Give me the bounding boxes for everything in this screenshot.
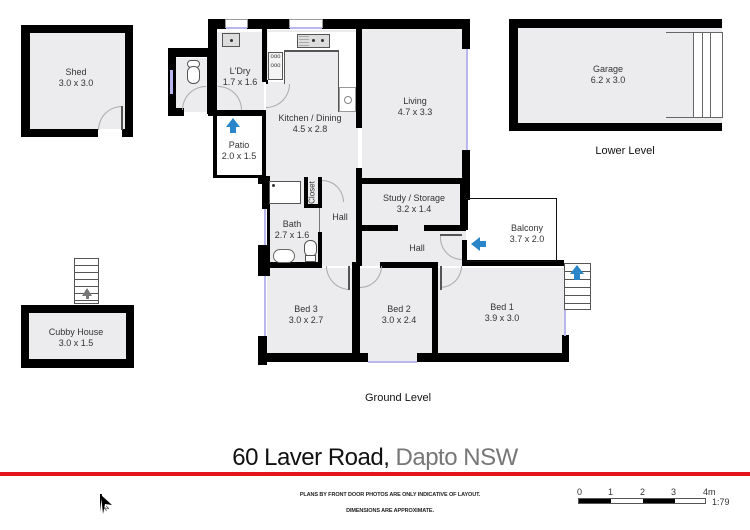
study-label: Study / Storage 3.2 x 1.4 bbox=[382, 193, 446, 214]
bath-sink-icon bbox=[273, 249, 295, 263]
window bbox=[466, 49, 468, 150]
window bbox=[170, 70, 173, 94]
address-suburb: Dapto NSW bbox=[389, 444, 519, 471]
balcony-room bbox=[467, 199, 557, 262]
closet-label: Closet bbox=[307, 181, 317, 204]
property-address: 60 Laver Road, Dapto NSW bbox=[0, 444, 750, 472]
accent-divider bbox=[0, 472, 750, 476]
kitchen-sink-icon bbox=[297, 34, 330, 48]
shower-icon bbox=[269, 181, 301, 204]
hall-upper-label: Hall bbox=[332, 212, 348, 222]
garage-door bbox=[693, 32, 723, 118]
bath-toilet-icon bbox=[304, 240, 317, 262]
window bbox=[368, 361, 417, 363]
entry-arrow-icon[interactable] bbox=[570, 265, 584, 274]
dishwasher-icon bbox=[339, 87, 356, 112]
entry-arrow-icon[interactable] bbox=[226, 118, 240, 127]
bed2-label: Bed 2 3.0 x 2.4 bbox=[381, 304, 417, 325]
study-room bbox=[362, 185, 462, 227]
entry-arrow-icon[interactable] bbox=[471, 237, 480, 251]
bath-label: Bath 2.7 x 1.6 bbox=[274, 219, 310, 240]
entry-arrow-icon bbox=[82, 288, 92, 296]
shed-label: Shed 3.0 x 3.0 bbox=[58, 67, 94, 88]
disclaimer-dimensions: DIMENSIONS ARE APPROXIMATE. bbox=[346, 508, 434, 514]
window bbox=[264, 276, 266, 336]
bed3-label: Bed 3 3.0 x 2.7 bbox=[288, 304, 324, 325]
living-label: Living 4.7 x 3.3 bbox=[397, 96, 433, 117]
ground-level-label: Ground Level bbox=[364, 392, 432, 404]
kitchen-label: Kitchen / Dining 4.5 x 2.8 bbox=[278, 113, 342, 134]
garage-label: Garage 6.2 x 3.0 bbox=[590, 64, 626, 85]
bed1-label: Bed 1 3.9 x 3.0 bbox=[484, 302, 520, 323]
scale-ratio: 1:79 bbox=[712, 497, 730, 507]
cubby-house-label: Cubby House 3.0 x 1.5 bbox=[48, 327, 104, 348]
patio-label: Patio 2.0 x 1.5 bbox=[221, 140, 257, 161]
laundry-label: L'Dry 1.7 x 1.6 bbox=[222, 66, 258, 87]
living-room bbox=[362, 28, 466, 178]
window bbox=[264, 209, 266, 245]
hall-lower-label: Hall bbox=[409, 243, 425, 253]
disclaimer-layout: PLANS BY FRONT DOOR PHOTOS ARE ONLY INDI… bbox=[299, 492, 481, 498]
north-arrow-icon: N bbox=[100, 494, 116, 516]
sink-icon bbox=[222, 33, 240, 47]
toilet-icon bbox=[186, 60, 200, 85]
address-street: 60 Laver Road, bbox=[232, 444, 390, 471]
window bbox=[564, 288, 566, 336]
balcony-label: Balcony 3.7 x 2.0 bbox=[509, 223, 545, 244]
bed1-room bbox=[438, 268, 564, 362]
lower-level-label: Lower Level bbox=[595, 145, 655, 157]
